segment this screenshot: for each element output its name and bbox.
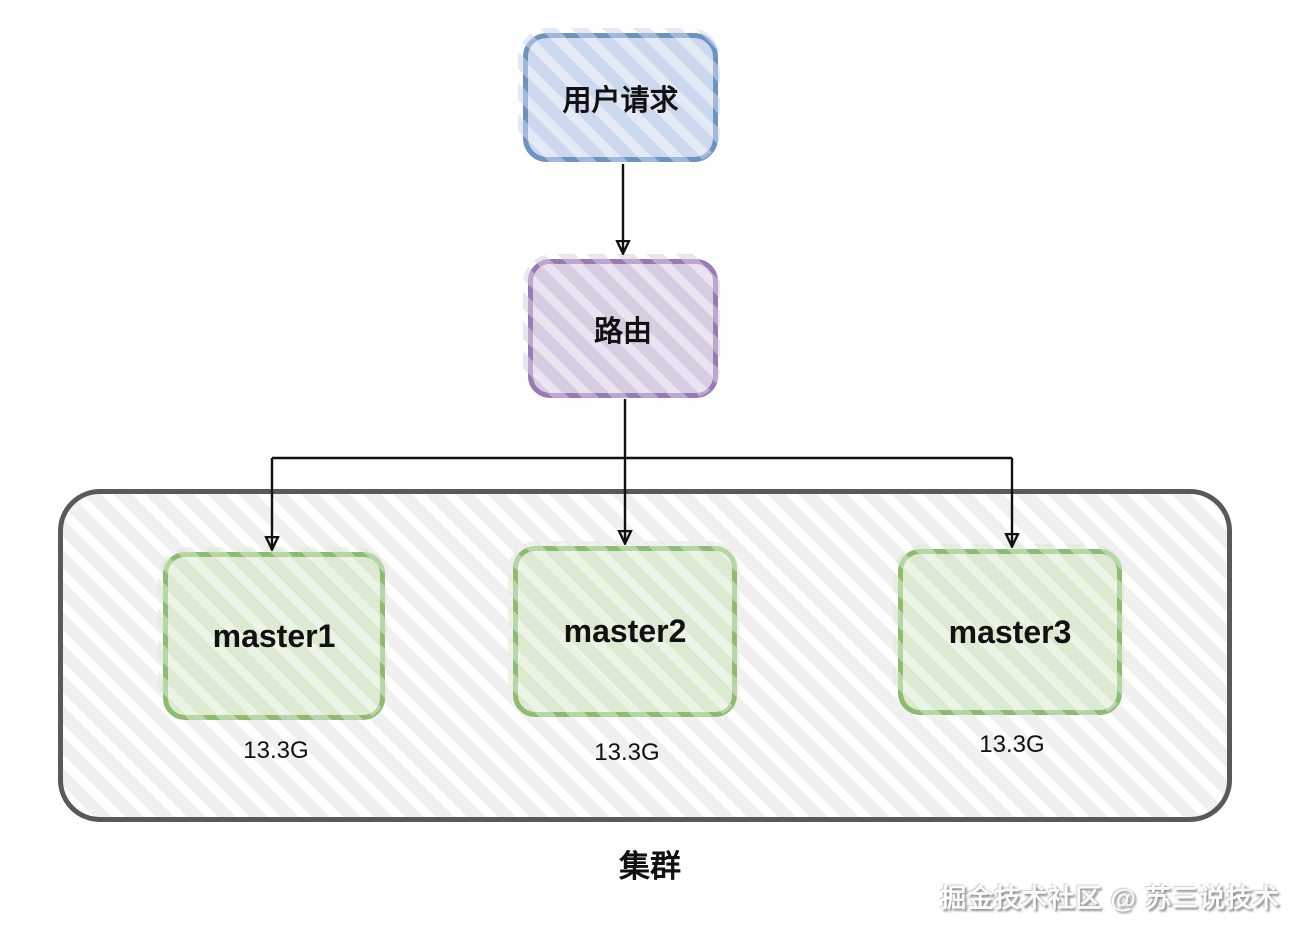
- master1-size-label: 13.3G: [243, 737, 309, 764]
- node-router-label: 路由: [593, 315, 652, 348]
- node-master2: master2: [508, 541, 739, 717]
- node-user-request-label: 用户请求: [562, 84, 679, 117]
- master3-size-label: 13.3G: [979, 731, 1045, 758]
- watermark: 掘金技术社区 @ 苏三说技术: [940, 883, 1280, 913]
- master2-size-label: 13.3G: [594, 739, 660, 766]
- node-master2-label: master2: [563, 613, 687, 649]
- cluster-label: 集群: [619, 849, 681, 884]
- node-master1-label: master1: [212, 617, 336, 654]
- node-master3-label: master3: [948, 613, 1072, 650]
- node-router: 路由: [523, 254, 720, 398]
- node-master1: master1: [158, 547, 387, 720]
- node-master3: master3: [893, 544, 1124, 715]
- node-user-request: 用户请求: [518, 28, 720, 162]
